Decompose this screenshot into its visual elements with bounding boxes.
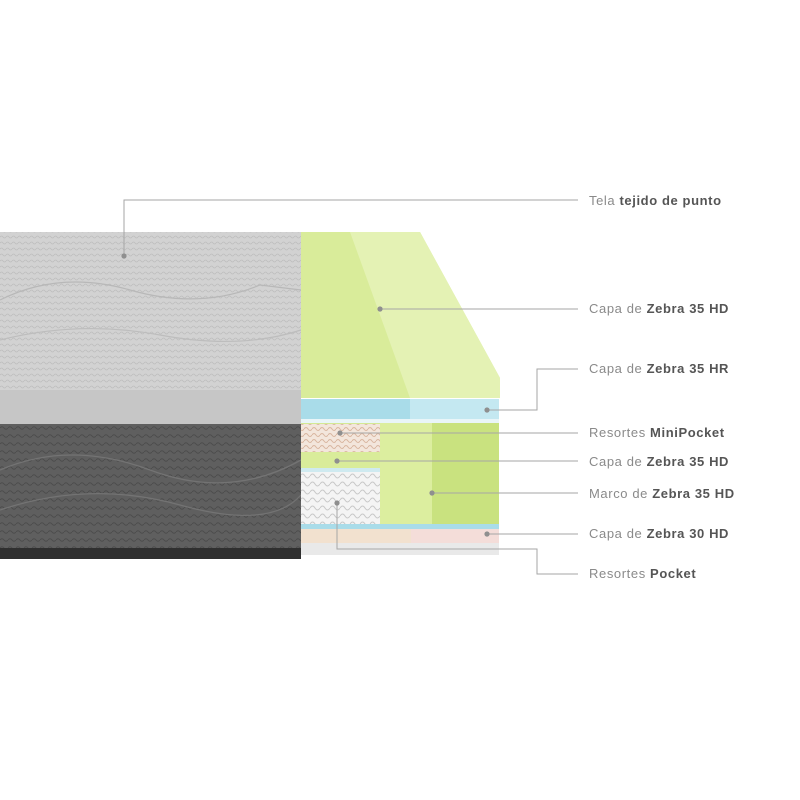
label-capa-zebra-35-hd-mid: Capa de Zebra 35 HD — [589, 454, 729, 470]
label-capa2-prefix: Capa de — [589, 361, 643, 376]
leader-lines — [123, 199, 578, 575]
label-capa2-bold: Zebra 35 HR — [646, 361, 730, 376]
label-resortes-mini-bold: MiniPocket — [650, 425, 725, 440]
leader-tela — [123, 199, 578, 256]
layer-minipocket-springs — [301, 424, 380, 452]
label-resortes-minipocket: Resortes MiniPocket — [589, 425, 725, 441]
label-tela: Tela tejido de punto — [589, 193, 722, 209]
label-tela-prefix: Tela — [589, 193, 616, 208]
label-marco-bold: Zebra 35 HD — [652, 486, 735, 501]
mattress-cover — [0, 232, 302, 559]
label-capa1-bold: Zebra 35 HD — [646, 301, 730, 316]
cover-wave-pattern — [0, 281, 302, 301]
label-tela-bold: tejido de punto — [619, 193, 722, 208]
label-capa3-bold: Zebra 35 HD — [646, 454, 730, 469]
label-capa-zebra-35-hr: Capa de Zebra 35 HR — [589, 361, 729, 377]
label-capa1-prefix: Capa de — [589, 301, 643, 316]
layer-pocket-springs — [301, 472, 380, 524]
leader-dots — [121, 253, 490, 537]
cover-side-fabric — [0, 424, 301, 550]
label-capa3-prefix: Capa de — [589, 454, 643, 469]
label-resortes-pocket-prefix: Resortes — [589, 566, 646, 581]
label-resortes-pocket: Resortes Pocket — [589, 566, 696, 582]
cover-bottom-edge — [0, 548, 301, 559]
cross-section — [301, 232, 500, 555]
cover-top-band — [0, 390, 301, 424]
leader-resortes-pocket — [336, 503, 578, 575]
label-capa4-prefix: Capa de — [589, 526, 643, 541]
label-capa-zebra-35-hd-top: Capa de Zebra 35 HD — [589, 301, 729, 317]
label-capa4-bold: Zebra 30 HD — [646, 526, 730, 541]
label-marco-zebra-35-hd: Marco de Zebra 35 HD — [589, 486, 735, 502]
leader-capa2 — [487, 368, 578, 411]
label-resortes-mini-prefix: Resortes — [589, 425, 646, 440]
layer-zebra-35-hd-mid — [301, 452, 380, 468]
label-resortes-pocket-bold: Pocket — [650, 566, 697, 581]
label-marco-prefix: Marco de — [589, 486, 648, 501]
label-capa-zebra-30-hd: Capa de Zebra 30 HD — [589, 526, 729, 542]
